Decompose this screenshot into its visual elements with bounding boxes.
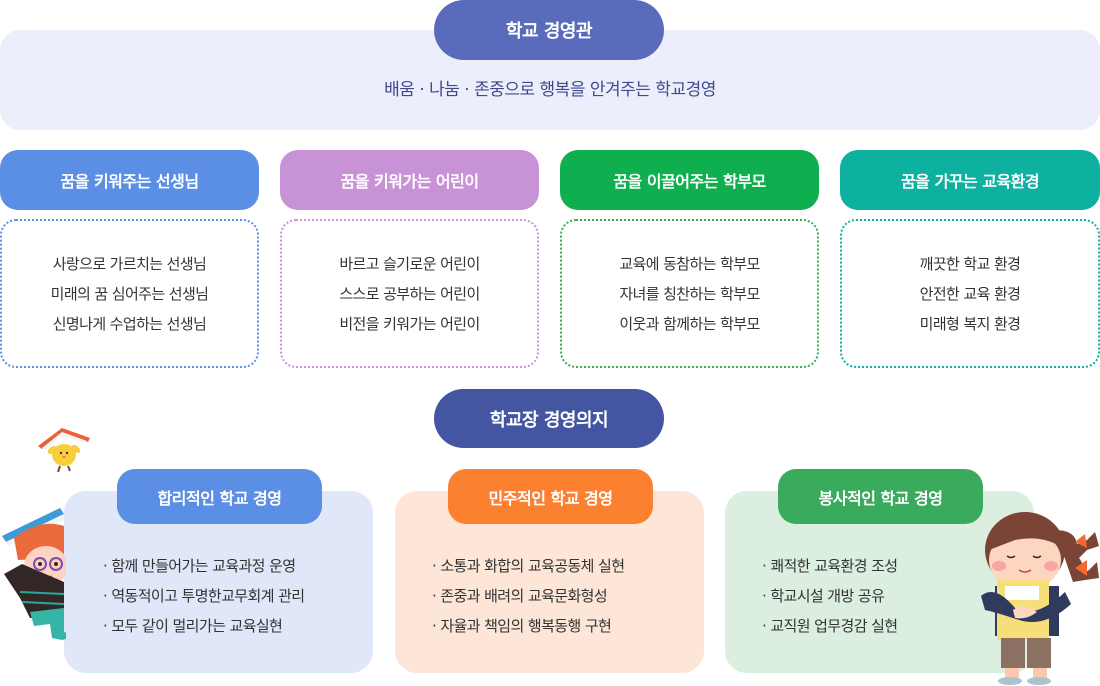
card-rational-list: · 함께 만들어가는 교육과정 운영 · 역동적이고 투명한교무회계 관리 · … (103, 555, 305, 637)
chick-with-book-illustration (34, 424, 94, 476)
boy-with-book-illustration (0, 508, 66, 648)
vision-title-pill: 학교 경영관 (434, 0, 664, 60)
column-item: 안전한 교육 환경 (919, 284, 1021, 303)
column-item: 미래의 꿈 심어주는 선생님 (50, 284, 209, 303)
column-item: 미래형 복지 환경 (919, 314, 1021, 333)
column-box-parent: 교육에 동참하는 학부모 자녀를 칭찬하는 학부모 이웃과 함께하는 학부모 (560, 219, 819, 368)
column-box-teacher: 사랑으로 가르치는 선생님 미래의 꿈 심어주는 선생님 신명나게 수업하는 선… (0, 219, 259, 368)
card-item: · 학교시설 개방 공유 (762, 587, 885, 605)
card-title: 민주적인 학교 경영 (488, 488, 613, 508)
card-item: · 자율과 책임의 행복동행 구현 (432, 617, 612, 635)
girl-hugging-book-illustration (975, 500, 1100, 686)
vision-slogan: 배움 · 나눔 · 존중으로 행복을 안겨주는 학교경영 (384, 80, 716, 100)
card-democratic-list: · 소통과 화합의 교육공동체 실현 · 존중과 배려의 교육문화형성 · 자율… (432, 555, 625, 637)
column-item: 바르고 슬기로운 어린이 (339, 254, 480, 273)
column-box-child: 바르고 슬기로운 어린이 스스로 공부하는 어린이 비전을 키워가는 어린이 (280, 219, 539, 368)
column-header-teacher: 꿈을 키워주는 선생님 (0, 150, 259, 210)
principal-title: 학교장 경영의지 (489, 409, 609, 431)
column-header-parent: 꿈을 이끌어주는 학부모 (560, 150, 819, 210)
card-title: 봉사적인 학교 경영 (818, 488, 943, 508)
card-item: · 모두 같이 멀리가는 교육실현 (103, 617, 283, 635)
column-item: 사랑으로 가르치는 선생님 (52, 254, 207, 273)
column-item: 스스로 공부하는 어린이 (339, 284, 480, 303)
column-item: 이웃과 함께하는 학부모 (619, 314, 760, 333)
column-header-environment: 꿈을 가꾸는 교육환경 (840, 150, 1100, 210)
column-title: 꿈을 키워주는 선생님 (60, 172, 199, 191)
card-service-list: · 쾌적한 교육환경 조성 · 학교시설 개방 공유 · 교직원 업무경감 실현 (762, 555, 898, 637)
column-title: 꿈을 이끌어주는 학부모 (613, 172, 766, 191)
card-item: · 역동적이고 투명한교무회계 관리 (103, 587, 305, 605)
column-item: 깨끗한 학교 환경 (919, 254, 1021, 273)
card-item: · 소통과 화합의 교육공동체 실현 (432, 557, 625, 575)
card-item: · 존중과 배려의 교육문화형성 (432, 587, 608, 605)
card-item: · 쾌적한 교육환경 조성 (762, 557, 898, 575)
column-header-child: 꿈을 키워가는 어린이 (280, 150, 539, 210)
principal-title-pill: 학교장 경영의지 (434, 389, 664, 448)
column-item: 교육에 동참하는 학부모 (619, 254, 760, 273)
column-title: 꿈을 가꾸는 교육환경 (900, 172, 1040, 191)
vision-title: 학교 경영관 (505, 21, 593, 42)
card-item: · 교직원 업무경감 실현 (762, 617, 898, 635)
column-item: 자녀를 칭찬하는 학부모 (619, 284, 760, 303)
column-item: 비전을 키워가는 어린이 (339, 314, 480, 333)
column-title: 꿈을 키워가는 어린이 (340, 172, 479, 191)
column-box-environment: 깨끗한 학교 환경 안전한 교육 환경 미래형 복지 환경 (840, 219, 1100, 368)
card-item: · 함께 만들어가는 교육과정 운영 (103, 557, 296, 575)
card-service-pill: 봉사적인 학교 경영 (778, 469, 983, 524)
card-democratic-pill: 민주적인 학교 경영 (448, 469, 653, 524)
card-rational-pill: 합리적인 학교 경영 (117, 469, 322, 524)
card-title: 합리적인 학교 경영 (157, 488, 282, 508)
column-item: 신명나게 수업하는 선생님 (52, 314, 207, 333)
